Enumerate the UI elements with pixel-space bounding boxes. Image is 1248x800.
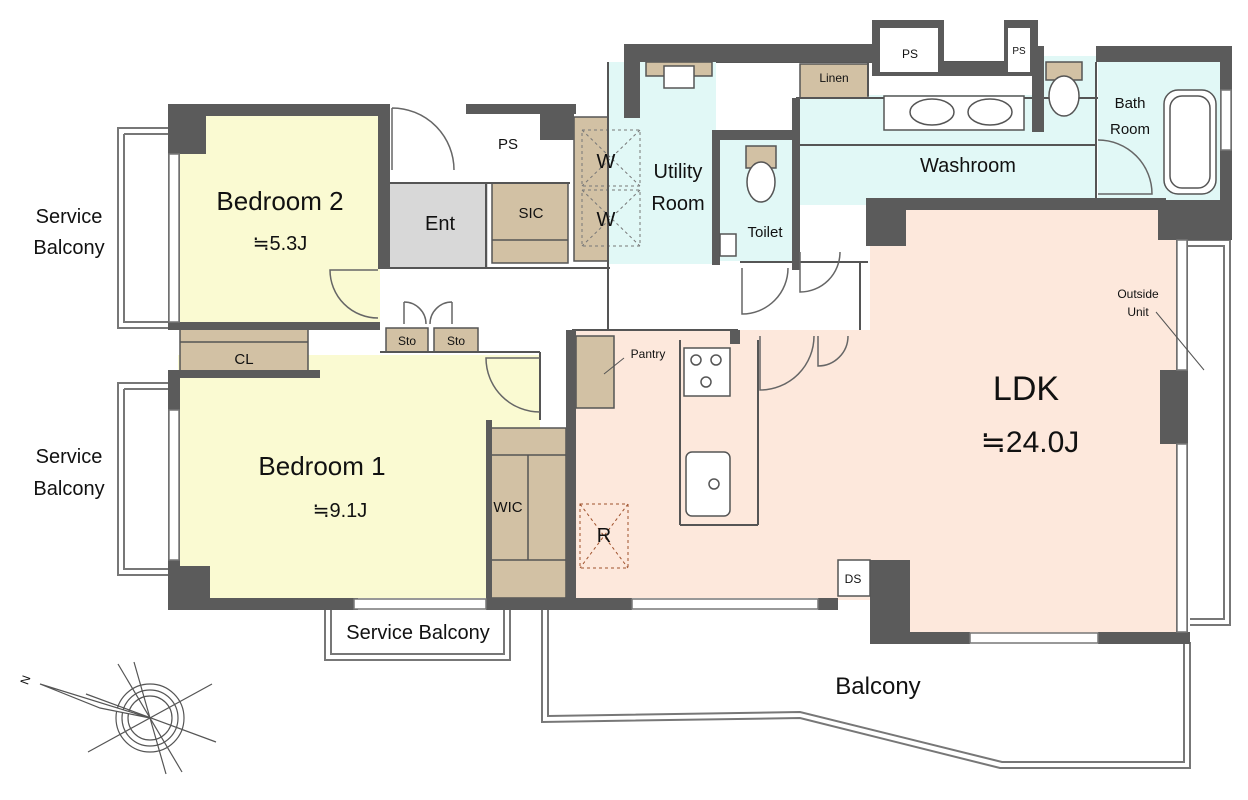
wall-between-bedrooms <box>168 322 380 330</box>
doors <box>329 107 1153 413</box>
washer-a-label: W <box>597 151 616 173</box>
hand-basin-icon <box>719 233 737 257</box>
leader-lines <box>603 311 1205 375</box>
wall-utility-left <box>624 44 640 118</box>
wall-toilet-left <box>712 130 720 265</box>
entrance-floor <box>388 183 488 267</box>
ds-label: DS <box>845 572 862 586</box>
wall-bedroom2-right <box>378 104 390 269</box>
outside-unit-label-2: Unit <box>1127 305 1149 319</box>
sic-label: SIC <box>518 205 543 222</box>
linen-box <box>799 63 869 99</box>
ldk-size: ≒24.0J <box>981 426 1080 459</box>
service-balcony-bottom: Service Balcony <box>346 622 489 644</box>
service-balcony-upper-outline <box>117 127 168 329</box>
main-balcony-label: Balcony <box>835 673 920 700</box>
floors <box>178 56 1222 635</box>
refrigerator-label: R <box>597 525 611 547</box>
wall-bath-bottom <box>1158 200 1232 240</box>
wall-top-bath <box>1096 46 1232 62</box>
basin-1-icon <box>909 98 955 126</box>
ps-label-b: PS <box>902 47 918 61</box>
toilet-bowl-icon <box>746 161 776 203</box>
wall-bedroom1-corner-bottom <box>180 566 210 598</box>
wall-bottom-right <box>818 598 838 610</box>
windows <box>168 89 1232 644</box>
bedroom2-name: Bedroom 2 <box>216 186 343 216</box>
fixtures <box>663 61 1217 517</box>
storage-fills <box>179 61 869 599</box>
wall-bottom-mid <box>486 598 632 610</box>
wall-right-pillar <box>1160 370 1184 444</box>
wall-ldk-left <box>566 330 576 610</box>
wall-bath-left <box>1032 46 1044 132</box>
bedroom2-size: ≒5.3J <box>253 233 308 255</box>
linen-label: Linen <box>819 71 848 85</box>
stove-icon <box>683 347 731 397</box>
bath-label-2: Room <box>1110 121 1150 138</box>
wall-top-right-mid <box>944 62 1004 76</box>
ps-interiors <box>470 28 1030 597</box>
entrance-label: Ent <box>425 213 455 235</box>
wall-bedroom2-top <box>168 104 390 116</box>
wall-toilet-right <box>792 98 800 270</box>
closet-label: CL <box>234 351 253 368</box>
ldk-floor <box>572 210 1182 635</box>
right-balcony-outline <box>1182 239 1231 626</box>
utility-label-2: Room <box>651 193 704 215</box>
bedroom1-floor <box>178 355 540 598</box>
pantry-label: Pantry <box>631 347 666 361</box>
washer-b-label: W <box>597 209 616 231</box>
storage-b-label: Sto <box>447 334 465 348</box>
wall-wic-left <box>486 420 492 610</box>
kitchen-sink-icon <box>685 451 731 517</box>
basin-2-icon <box>967 98 1013 126</box>
toilet-label: Toilet <box>747 224 783 241</box>
wall-ldk-top <box>866 198 1166 210</box>
wall-ldk-upper-left <box>730 330 740 344</box>
wall-ps-right <box>540 104 574 140</box>
ps-label-c: PS <box>1012 46 1026 57</box>
bedroom1-name: Bedroom 1 <box>258 451 385 481</box>
bedroom2-floor <box>178 115 380 327</box>
service-balcony-lower-1: Service <box>36 446 103 468</box>
storage-a-box <box>385 327 429 353</box>
service-balcony-upper-2: Balcony <box>33 237 104 259</box>
wall-ps-box <box>466 104 576 114</box>
pantry-box <box>575 335 615 409</box>
service-balcony-bottom-outline <box>324 608 511 661</box>
storage-b-box <box>433 327 479 353</box>
main-balcony-outline <box>541 608 1191 769</box>
bath-label-1: Bath <box>1115 95 1146 112</box>
service-balcony-lower-outline <box>117 382 168 576</box>
closet-cl <box>179 327 309 373</box>
wall-ldk-bottom <box>870 632 970 644</box>
washroom-label: Washroom <box>920 155 1016 177</box>
wall-ds-block <box>870 560 910 644</box>
outside-unit-label-1: Outside <box>1117 287 1159 301</box>
ldk-name: LDK <box>993 370 1059 408</box>
utility-sink-icon <box>663 65 695 89</box>
ps-label-a: PS <box>498 136 518 153</box>
service-balcony-lower-2: Balcony <box>33 478 104 500</box>
washer-markers <box>581 129 641 247</box>
wall-bottom-left <box>168 598 358 610</box>
wall-bedroom1-corner-top <box>180 370 320 378</box>
bedroom1-size: ≒9.1J <box>313 500 368 522</box>
service-balcony-upper-1: Service <box>36 206 103 228</box>
wall-top-utility <box>624 44 874 62</box>
toilet2-bowl-icon <box>1048 75 1080 117</box>
compass-rose-icon <box>39 661 217 775</box>
bathtub-inner <box>1169 95 1211 189</box>
sic-box <box>491 182 569 264</box>
compass-north-label: N <box>17 673 33 686</box>
utility-label-1: Utility <box>654 161 703 183</box>
wic-label: WIC <box>493 499 522 516</box>
wall-ldk-bottom-right <box>1098 632 1190 644</box>
wall-toilet-box <box>712 130 800 140</box>
storage-a-label: Sto <box>398 334 416 348</box>
refrigerator-space <box>579 503 629 569</box>
wall-bedroom2-corner <box>180 116 206 154</box>
